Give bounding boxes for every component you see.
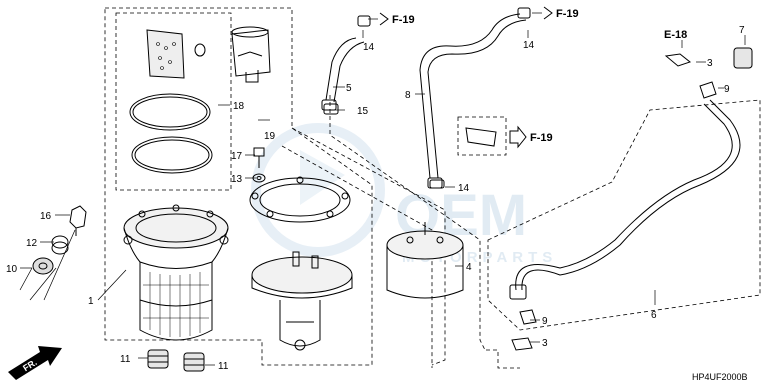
callout-18: 18 xyxy=(233,101,245,112)
washer-13 xyxy=(252,173,266,183)
front-direction-arrow: FR. xyxy=(8,346,62,380)
part-1-housing xyxy=(123,204,229,341)
callout-14-c: 14 xyxy=(458,183,470,194)
ref-arrows xyxy=(379,6,553,149)
clip-ref-box xyxy=(457,116,507,156)
bolt-16 xyxy=(69,205,87,229)
fuel-tube-6 xyxy=(509,99,741,300)
callout-12: 12 xyxy=(26,238,38,249)
ref-f19-a: F-19 xyxy=(392,14,415,26)
collar-12 xyxy=(51,235,69,249)
callout-3-lower: 3 xyxy=(542,338,548,349)
clip-14-b xyxy=(517,7,531,19)
assembly-box-19 xyxy=(104,7,373,366)
callout-13: 13 xyxy=(231,174,243,185)
callout-14-b: 14 xyxy=(523,40,535,51)
clip-14-c xyxy=(429,179,445,189)
callout-15: 15 xyxy=(357,106,369,117)
callout-3-upper: 3 xyxy=(707,58,713,69)
callout-16: 16 xyxy=(40,211,52,222)
kit-box-18 xyxy=(115,12,232,191)
callout-6: 6 xyxy=(651,310,657,321)
callout-11-left: 11 xyxy=(120,354,131,365)
arrow-f19-c xyxy=(509,125,527,149)
callout-11-right: 11 xyxy=(218,361,229,372)
part-18-kit xyxy=(129,26,271,174)
callout-9-upper: 9 xyxy=(724,84,730,95)
clip-3-lower xyxy=(511,337,533,351)
diagram-code: HP4UF2000B xyxy=(692,372,748,382)
large-o-ring-lower xyxy=(131,136,213,174)
pump-cap-body xyxy=(231,29,271,77)
callout-1: 1 xyxy=(88,296,94,307)
hose-8 xyxy=(419,13,527,189)
left-fasteners xyxy=(32,205,87,275)
callout-19: 19 xyxy=(264,131,276,142)
callout-9-lower: 9 xyxy=(542,316,548,327)
bolt-17-washer-13 xyxy=(252,147,266,183)
fuel-filter-4 xyxy=(386,222,464,299)
fuel-pump xyxy=(251,251,353,351)
clip-ref-part xyxy=(465,127,497,147)
arrow-f19-b xyxy=(543,6,553,20)
large-o-ring-upper xyxy=(129,93,211,131)
callout-17: 17 xyxy=(231,151,243,162)
kit-plate-dots xyxy=(156,42,176,70)
group-boxes xyxy=(104,7,761,369)
grommets-11 xyxy=(147,349,205,372)
hose-5 xyxy=(321,37,365,111)
clamp-9-lower xyxy=(519,309,537,325)
clamp-9-upper xyxy=(699,81,717,99)
ref-f19-b: F-19 xyxy=(556,8,579,20)
callout-numbers: 1 3 3 4 5 6 7 8 9 9 10 11 11 12 13 14 14… xyxy=(6,25,745,372)
small-fittings xyxy=(323,7,753,351)
pump-box-a xyxy=(291,127,446,366)
cap-7 xyxy=(733,47,753,69)
kit-plate xyxy=(146,29,185,79)
housing-mesh xyxy=(143,272,209,337)
ref-f19-c: F-19 xyxy=(530,132,553,144)
clip-3-upper xyxy=(664,53,692,67)
grommet-10 xyxy=(32,257,54,275)
tube-box-6-tail xyxy=(486,349,520,369)
pump-gasket xyxy=(249,176,351,223)
callout-4: 4 xyxy=(466,262,472,273)
clip-14-a xyxy=(357,15,371,27)
ref-e18: E-18 xyxy=(664,29,687,41)
callout-14-a: 14 xyxy=(363,42,375,53)
tube-box-6 xyxy=(487,99,761,331)
pump-box-b xyxy=(281,145,433,368)
reference-codes: F-19 F-19 F-19 E-18 xyxy=(392,8,687,144)
callout-10: 10 xyxy=(6,264,18,275)
callout-7: 7 xyxy=(739,25,745,36)
clip-15 xyxy=(323,103,339,115)
arrow-f19-a xyxy=(379,12,389,26)
callout-8: 8 xyxy=(405,90,411,101)
callout-5: 5 xyxy=(346,83,352,94)
small-o-ring xyxy=(194,43,206,57)
